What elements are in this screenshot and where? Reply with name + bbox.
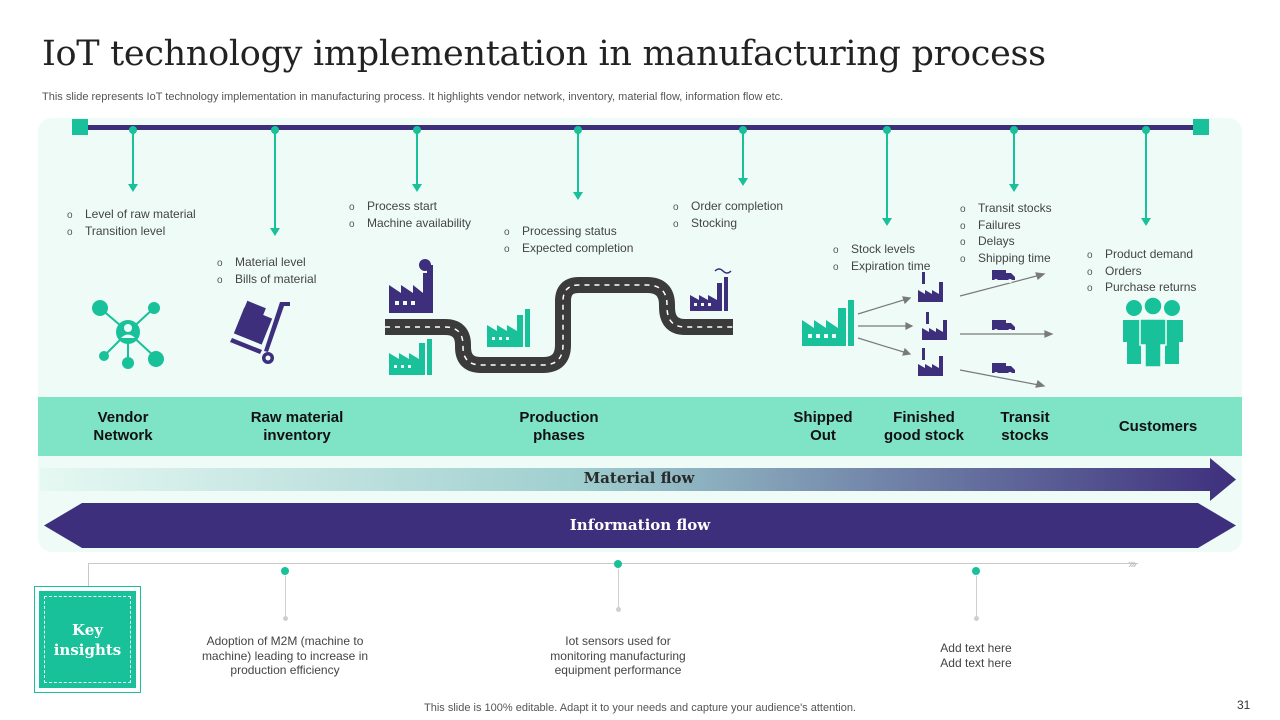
insight-marker-3 — [972, 567, 980, 575]
bullet-item: Transit stocks — [960, 201, 1052, 218]
stage-finished-good-stock: Finished good stock — [883, 408, 964, 444]
bullet-item: Stock levels — [833, 242, 930, 259]
bullet-list-customers: Product demand Orders Purchase returns — [1087, 247, 1196, 297]
production-road-icon — [385, 259, 733, 375]
insight-text-1: Adoption of M2M (machine to machine) lea… — [201, 634, 369, 677]
bullet-item: Processing status — [504, 224, 633, 241]
chevrons-right-icon: ››› — [1128, 556, 1137, 571]
bullet-list-transit: Transit stocks Failures Delays Shipping … — [960, 201, 1052, 267]
bullet-list-vendor: Level of raw material Transition level — [67, 207, 196, 240]
timeline-bar — [80, 125, 1202, 130]
insight-marker-2 — [614, 560, 622, 568]
timeline-drop-vendor — [128, 126, 138, 192]
information-flow-arrow — [44, 503, 1236, 548]
stage-production-phases: Production phases — [519, 408, 599, 444]
distribution-icon — [802, 270, 1054, 388]
timeline-drop-processing — [573, 126, 583, 200]
insight-stem-3 — [974, 576, 979, 621]
key-insights-label: Key insights — [53, 621, 122, 659]
bullet-list-stock: Stock levels Expiration time — [833, 242, 930, 275]
bullet-item: Expected completion — [504, 241, 633, 258]
bullet-item: Bills of material — [217, 272, 316, 289]
bullet-item: Order completion — [673, 199, 783, 216]
timeline-end-marker — [1193, 119, 1209, 135]
bullet-item: Material level — [217, 255, 316, 272]
bullet-list-processing: Processing status Expected completion — [504, 224, 633, 257]
bullet-list-process-start: Process start Machine availability — [349, 199, 471, 232]
timeline-drop-raw-material — [270, 126, 280, 236]
bullet-item: Level of raw material — [67, 207, 196, 224]
timeline-drop-order — [738, 126, 748, 186]
bullet-item: Expiration time — [833, 259, 930, 276]
slide-footer: This slide is 100% editable. Adapt it to… — [424, 702, 856, 714]
material-flow-label: Material flow — [583, 469, 695, 487]
stage-raw-material-inventory: Raw material inventory — [250, 408, 344, 444]
timeline-drop-stock — [882, 126, 892, 226]
insights-connector-line — [88, 563, 1138, 564]
insight-stem-1 — [283, 576, 288, 621]
insight-marker-1 — [281, 567, 289, 575]
customers-icon — [1123, 296, 1183, 368]
insight-text-3: Add text here Add text here — [940, 641, 1012, 670]
bullet-list-raw-material: Material level Bills of material — [217, 255, 316, 288]
insight-text-2: Iot sensors used for monitoring manufact… — [550, 634, 686, 677]
key-insights-dashed-border — [44, 596, 131, 683]
page-number: 31 — [1237, 698, 1251, 712]
stage-customers: Customers — [1118, 417, 1198, 435]
stage-band: Vendor Network Raw material inventory Pr… — [38, 397, 1242, 456]
information-flow-label: Information flow — [569, 516, 711, 534]
bullet-item: Process start — [349, 199, 471, 216]
bullet-item: Product demand — [1087, 247, 1196, 264]
slide-subtitle: This slide represents IoT technology imp… — [42, 91, 784, 103]
bullet-item: Orders — [1087, 264, 1196, 281]
bullet-item: Failures — [960, 218, 1052, 235]
insights-connector-stub — [88, 563, 89, 587]
timeline-drop-transit — [1009, 126, 1019, 192]
timeline-drop-customers — [1141, 126, 1151, 226]
insight-stem-2 — [616, 569, 621, 612]
bullet-list-order: Order completion Stocking — [673, 199, 783, 232]
timeline-drop-process-start — [412, 126, 422, 192]
stage-shipped-out: Shipped Out — [793, 408, 853, 444]
timeline-start-marker — [72, 119, 88, 135]
hand-truck-icon — [230, 300, 290, 364]
material-flow-arrow — [40, 458, 1236, 501]
stage-vendor-network: Vendor Network — [93, 408, 153, 444]
key-insights-box — [39, 591, 136, 688]
slide-title: IoT technology implementation in manufac… — [42, 34, 1046, 74]
network-icon — [92, 300, 164, 369]
bullet-item: Transition level — [67, 224, 196, 241]
stage-transit-stocks: Transit stocks — [1000, 408, 1050, 444]
key-insights-frame — [34, 586, 141, 693]
bullet-item: Shipping time — [960, 251, 1052, 268]
bullet-item: Delays — [960, 234, 1052, 251]
bullet-item: Machine availability — [349, 216, 471, 233]
bullet-item: Stocking — [673, 216, 783, 233]
bullet-item: Purchase returns — [1087, 280, 1196, 297]
